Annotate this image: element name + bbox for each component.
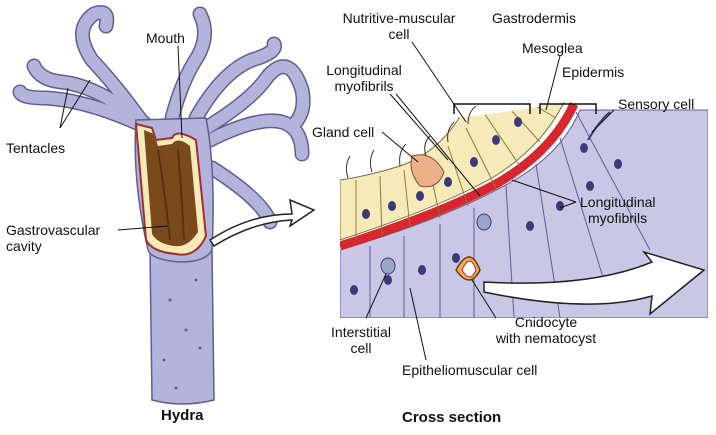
label-nutritive-line1: Nutritive-muscular [342,10,456,26]
label-interstitial-line1: Interstitial [331,324,391,340]
label-long-myo-top-line1: Longitudinal [326,62,402,78]
label-epidermis: Epidermis [562,64,625,80]
label-mouth: Mouth [146,30,185,46]
cross-section-tissue [340,100,708,318]
label-gastrodermis: Gastrodermis [492,10,577,26]
label-mesoglea: Mesoglea [522,40,583,56]
caption-cross-section: Cross section [402,409,502,426]
leader-lines [59,41,615,361]
magnify-arrow [208,198,316,248]
label-cavity-line2: cavity [6,238,42,254]
label-cavity-line1: Gastrovascular [6,222,101,238]
label-epitheliomuscular: Epitheliomuscular cell [402,362,538,378]
layer-brackets [453,103,597,114]
label-sensory-cell: Sensory cell [618,96,695,112]
label-long-myo-right-line2: myofibrils [588,210,648,226]
label-gland-cell: Gland cell [312,124,375,140]
hydra-body [12,5,311,405]
caption-hydra: Hydra [161,407,204,424]
label-cnidocyte-line2: with nematocyst [495,330,597,346]
label-nutritive-line2: cell [388,26,410,42]
tentacles-group [12,5,311,230]
cnidocyte-cell [455,256,481,281]
label-interstitial-line2: cell [350,340,372,356]
flagella [345,105,477,179]
label-long-myo-top-line2: myofibrils [334,78,394,94]
label-cnidocyte-line1: Cnidocyte [514,314,578,330]
outward-arrow [483,250,706,316]
label-long-myo-right-line1: Longitudinal [580,194,656,210]
label-tentacles: Tentacles [6,140,66,156]
